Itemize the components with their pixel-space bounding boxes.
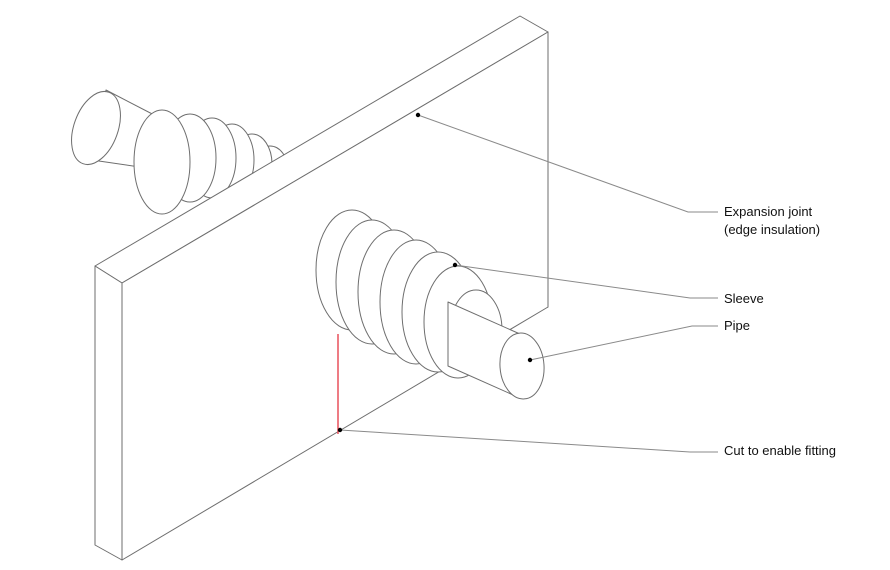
dot-expansion-joint [415, 112, 421, 118]
label-expansion-joint-line2: (edge insulation) [724, 222, 821, 237]
label-expansion-joint-line1: Expansion joint [724, 204, 813, 219]
label-sleeve: Sleeve [724, 291, 764, 306]
back-pipe [71, 89, 161, 171]
leader-expansion-joint [417, 114, 718, 213]
label-cut: Cut to enable fitting [724, 443, 837, 458]
leader-sleeve [454, 264, 718, 299]
label-expansion-joint: Expansion joint (edge insulation) [724, 203, 820, 239]
dot-sleeve [452, 262, 458, 268]
front-pipe [447, 301, 545, 400]
dot-cut [337, 427, 343, 433]
dot-pipe [527, 357, 533, 363]
label-pipe: Pipe [724, 318, 751, 333]
leader-lines [339, 114, 718, 453]
leader-pipe [529, 325, 718, 361]
leader-cut [339, 429, 718, 453]
